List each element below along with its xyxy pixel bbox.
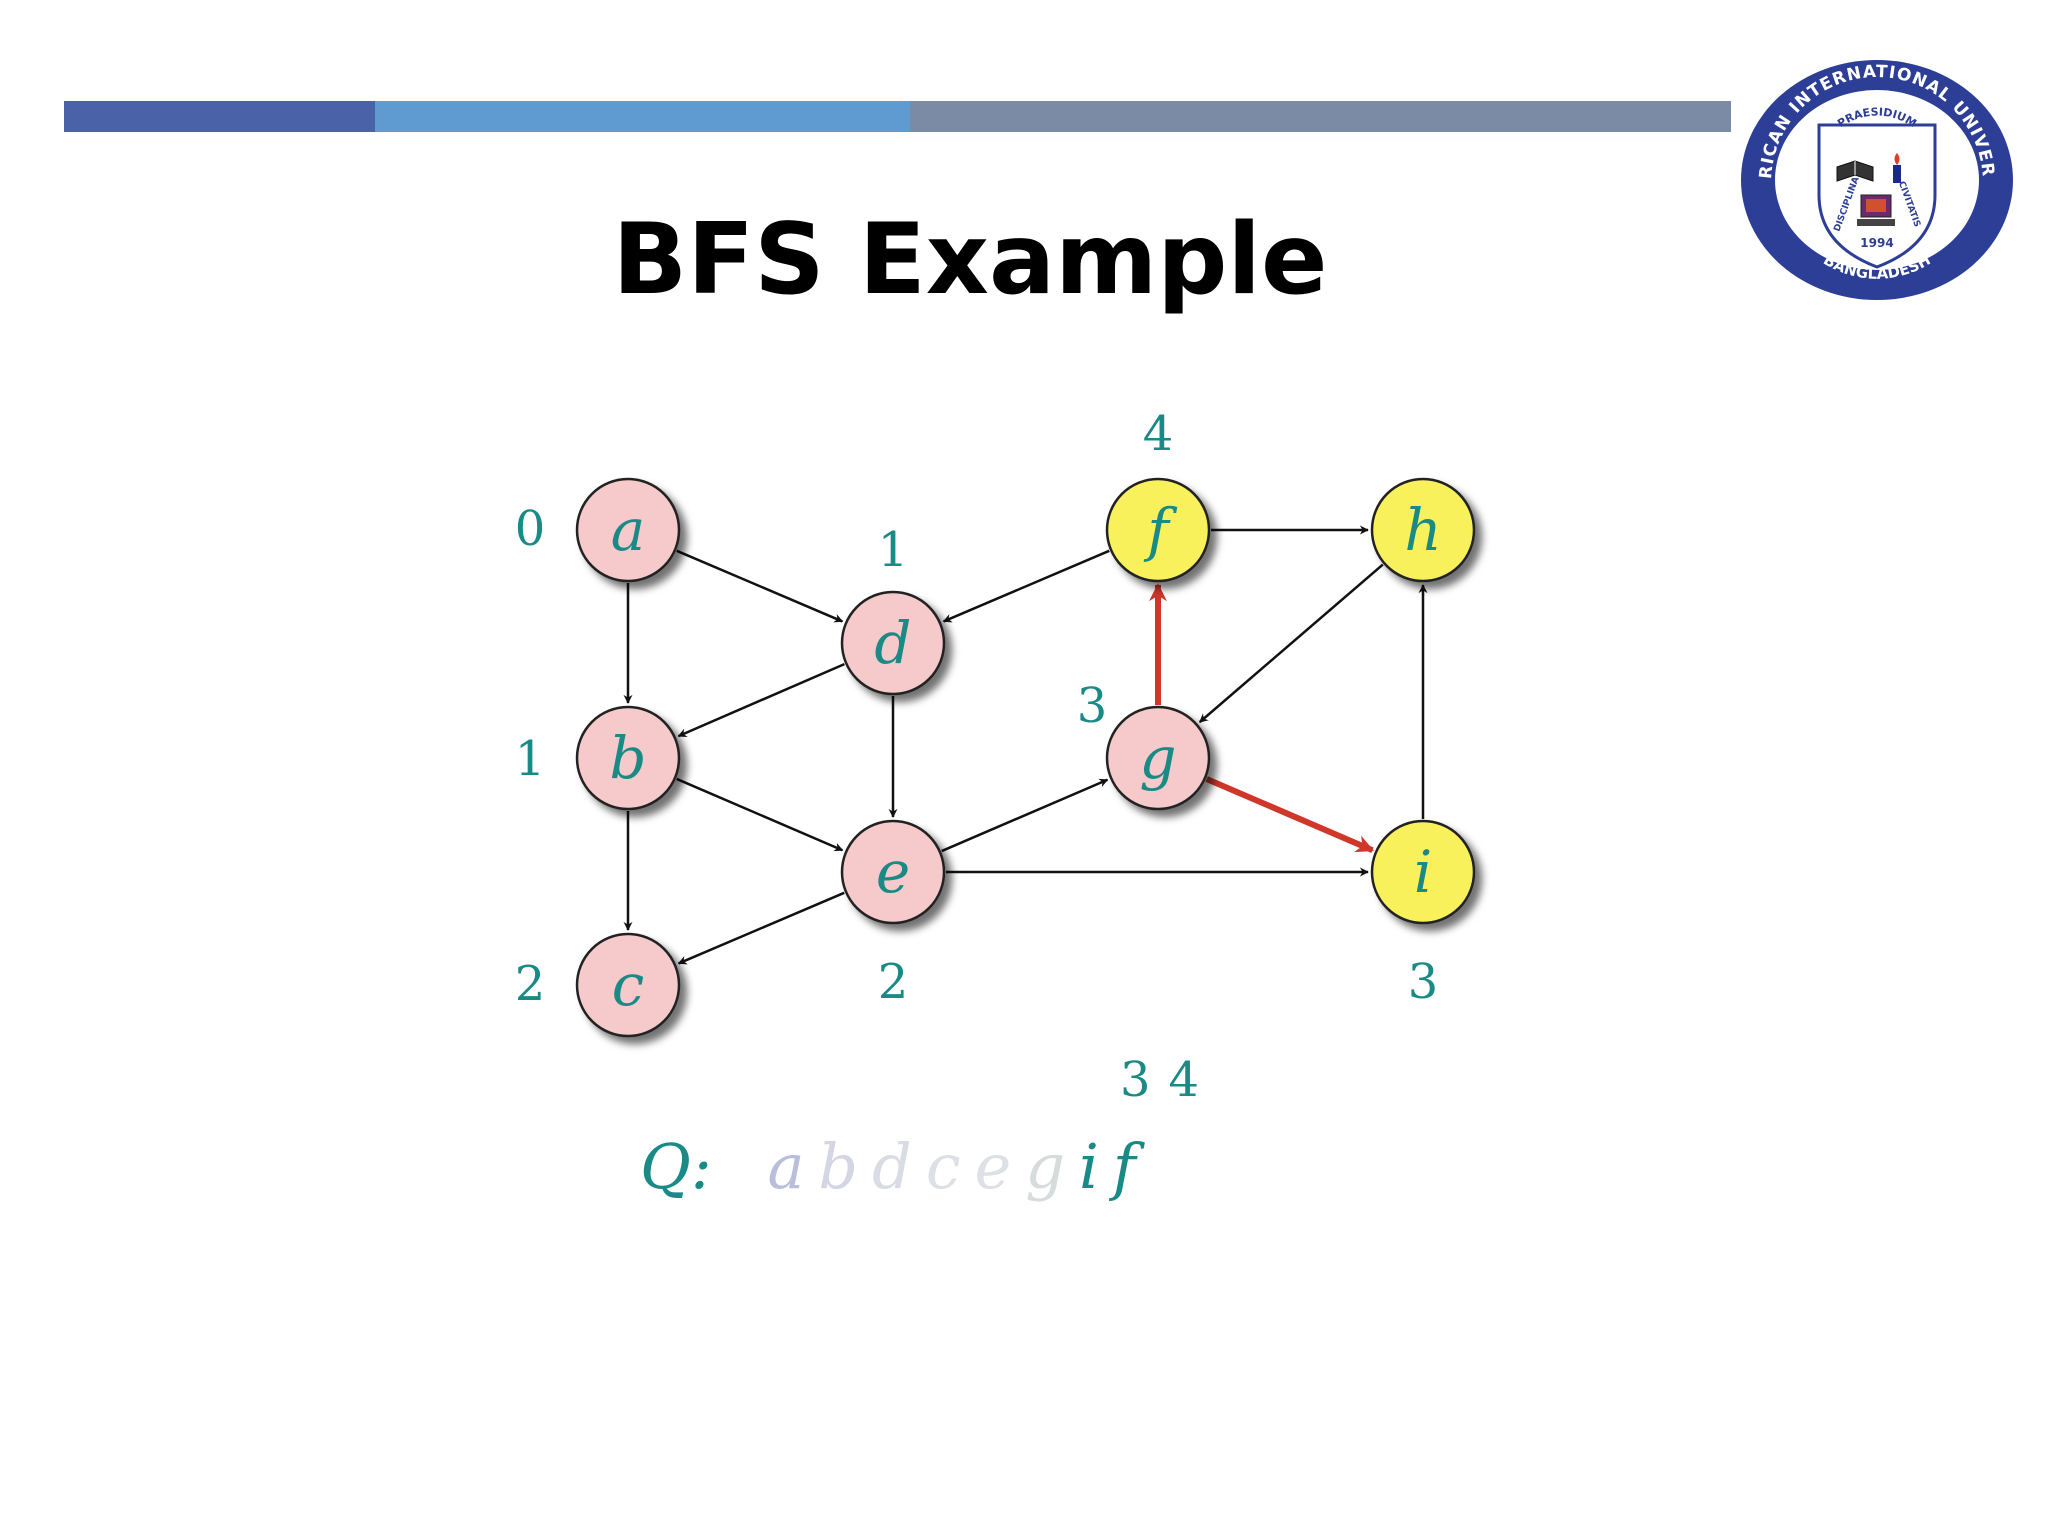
edge-b-e <box>676 777 844 852</box>
node-label-g: g <box>1139 724 1176 792</box>
queue-item-e: e <box>974 1130 1012 1203</box>
node-label-a: a <box>611 496 646 564</box>
node-label-d: d <box>874 609 911 677</box>
node-circle-g <box>1105 705 1211 811</box>
distance-label-c: 2 <box>515 956 546 1012</box>
header-bar-segment-2 <box>375 101 910 132</box>
queue-item-c: c <box>925 1130 961 1203</box>
node-a: a <box>575 477 681 583</box>
node-f: f <box>1105 477 1211 583</box>
node-circle-i <box>1370 819 1476 925</box>
computer-icon <box>1857 194 1895 226</box>
node-label-i: i <box>1414 838 1433 906</box>
queue-item-a: a <box>767 1130 805 1203</box>
node-h: h <box>1370 477 1476 583</box>
queue-distance: 3 <box>1120 1052 1151 1108</box>
node-circle-a <box>575 477 681 583</box>
distance-label-a: 0 <box>515 501 546 557</box>
queue-item-i: i <box>1078 1130 1099 1203</box>
edge-e-c <box>677 891 845 965</box>
node-e: e <box>840 819 946 925</box>
distance-label-g: 3 <box>1077 678 1108 734</box>
distance-labels-layer: 0 1 2 1 2 4 3 3 <box>515 406 1439 1012</box>
edge-d-b <box>677 662 845 738</box>
node-circle-c <box>575 932 681 1038</box>
book-icon <box>1836 160 1874 182</box>
node-i: i <box>1370 819 1476 925</box>
queue-item-f: f <box>1112 1130 1136 1203</box>
distance-label-i: 3 <box>1408 954 1439 1010</box>
edge-h-g <box>1198 563 1384 724</box>
nodes-layer: a b c d e f g h i <box>575 477 1476 1038</box>
header-bar-segment-3 <box>910 101 1731 132</box>
university-logo: AMERICAN INTERNATIONAL UNIVERSITY BANGLA… <box>1735 55 2013 300</box>
distance-label-e: 2 <box>878 954 909 1010</box>
edge-a-d <box>676 549 844 623</box>
node-circle-b <box>575 705 681 811</box>
distance-label-d: 1 <box>878 522 909 578</box>
edge-g-i <box>1205 776 1375 854</box>
queue-distance: 4 <box>1168 1052 1200 1108</box>
node-label-h: h <box>1404 496 1441 564</box>
distance-label-b: 1 <box>515 731 546 787</box>
queue-prefix: Q: <box>640 1130 712 1203</box>
queue-item-b: b <box>818 1130 859 1203</box>
queue-item-g: g <box>1025 1130 1065 1203</box>
node-circle-d <box>840 590 946 696</box>
node-circle-f <box>1105 477 1211 583</box>
node-label-b: b <box>609 724 646 792</box>
node-b: b <box>575 705 681 811</box>
logo-year: 1994 <box>1860 236 1893 250</box>
node-g: g <box>1105 705 1211 811</box>
node-circle-e <box>840 819 946 925</box>
queue-item-d: d <box>872 1130 912 1203</box>
distance-label-f: 4 <box>1143 406 1174 462</box>
header-bar <box>64 101 1731 132</box>
node-c: c <box>575 932 681 1038</box>
edges-layer <box>623 525 1428 965</box>
edge-f-d <box>942 549 1110 623</box>
node-d: d <box>840 590 946 696</box>
node-label-c: c <box>612 951 644 1019</box>
slide-title: BFS Example <box>612 203 1328 317</box>
node-label-e: e <box>876 838 910 906</box>
edge-e-g <box>941 778 1109 853</box>
node-circle-h <box>1370 477 1476 583</box>
candle-icon <box>1893 153 1901 183</box>
header-bar-segment-1 <box>64 101 375 132</box>
